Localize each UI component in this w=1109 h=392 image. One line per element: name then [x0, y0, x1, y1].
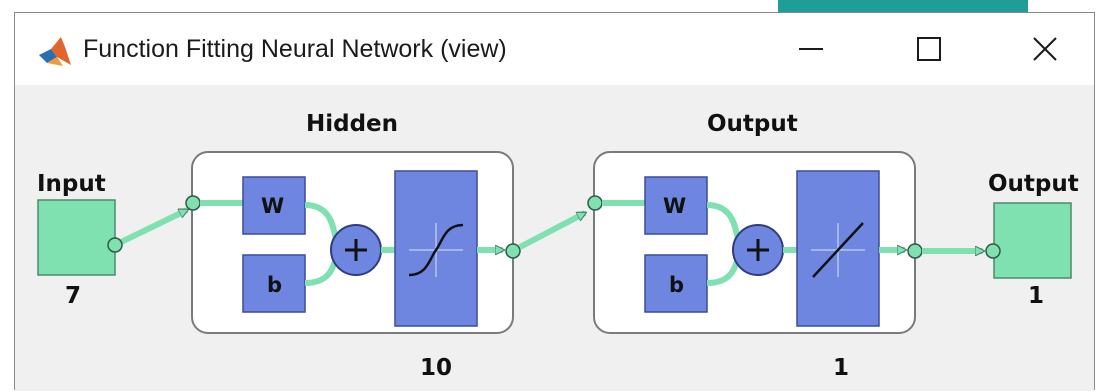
output-layer-output-port: [907, 243, 923, 259]
maximize-button[interactable]: [885, 13, 973, 85]
hidden-weight-block: [242, 176, 306, 235]
hidden-weight-label: W: [261, 194, 284, 218]
nn-view-window: Function Fitting Neural Network (view): [14, 12, 1095, 391]
output-layer-size: 1: [833, 355, 849, 381]
output-bias-block: [644, 254, 708, 313]
input-node: [37, 199, 116, 276]
close-button[interactable]: [1001, 13, 1089, 85]
hidden-bias-block: [242, 254, 306, 313]
matlab-icon: [39, 37, 71, 66]
output-label: Output: [988, 171, 1079, 197]
close-icon: [1033, 37, 1057, 61]
hidden-to-output-connection: [518, 210, 585, 250]
output-weight-label: W: [663, 194, 686, 218]
title-bar[interactable]: Function Fitting Neural Network (view): [15, 13, 1094, 85]
output-bias-label: b: [669, 273, 684, 297]
input-label: Input: [37, 171, 106, 197]
maximize-icon: [917, 37, 941, 61]
hidden-layer-label: Hidden: [306, 111, 398, 137]
hidden-layer-size: 10: [420, 355, 452, 381]
network-diagram-area: Input 7 Hidden W b: [15, 85, 1094, 391]
output-size: 1: [1028, 283, 1044, 309]
purelin-icon: [811, 222, 865, 278]
input-size: 7: [65, 283, 81, 309]
background-window-accent: [778, 0, 1028, 12]
minimize-button[interactable]: [767, 13, 855, 85]
output-node: [993, 202, 1072, 279]
window-title: Function Fitting Neural Network (view): [83, 35, 507, 63]
hidden-input-port: [185, 195, 201, 211]
minimize-icon: [799, 48, 823, 50]
tansig-icon: [408, 223, 464, 277]
hidden-output-port: [505, 243, 521, 259]
input-port: [107, 237, 123, 253]
output-node-port: [985, 243, 1001, 259]
output-layer-label: Output: [707, 111, 798, 137]
network-diagram: Input 7 Hidden W b: [37, 111, 1079, 381]
output-weight-block: [644, 176, 708, 235]
output-layer-input-port: [587, 195, 603, 211]
hidden-bias-label: b: [267, 273, 282, 297]
input-to-hidden-connection: [113, 207, 187, 248]
